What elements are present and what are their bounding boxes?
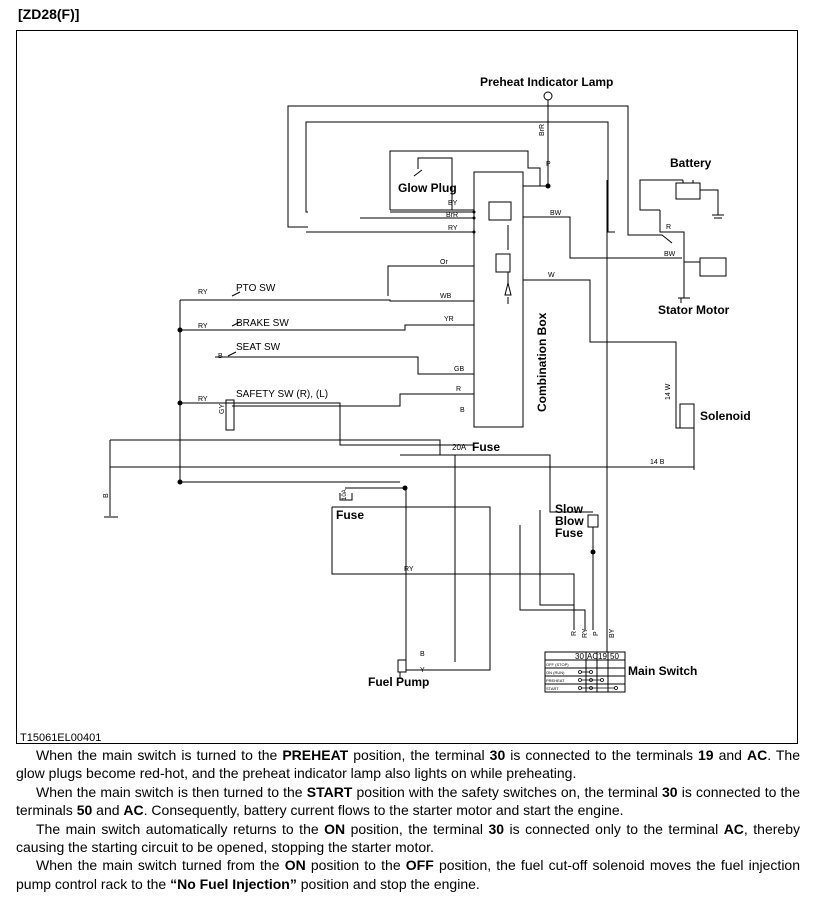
label-slow-blow-3: Fuse [555, 526, 583, 540]
wire-label: GY [219, 404, 226, 414]
paragraph-off: When the main switch turned from the ON … [16, 857, 801, 892]
wire-label: 14 W [665, 383, 672, 400]
label-main-switch: Main Switch [628, 664, 697, 678]
switch-row-off: OFF (STOP) [546, 662, 569, 667]
label-slow-blow-1: Slow [555, 502, 584, 516]
starter-motor-symbol [699, 257, 727, 277]
switch-col-50: 50 [610, 652, 619, 661]
wire-label: P [546, 161, 551, 168]
label-brake-sw: BRAKE SW [236, 318, 289, 329]
switch-col-ac: AC [587, 652, 598, 661]
wire-label: WB [440, 293, 452, 300]
switch-col-19: 19 [598, 652, 607, 661]
paragraph-on: The main switch automatically returns to… [16, 820, 800, 856]
wire-label: B [460, 407, 465, 414]
model-label: [ZD28(F)] [18, 6, 80, 22]
label-solenoid: Solenoid [700, 409, 751, 423]
preheat-lamp-symbol [543, 91, 553, 101]
paragraph-start: When the main switch is then turned to t… [16, 783, 800, 819]
label-preheat-lamp: Preheat Indicator Lamp [480, 75, 613, 89]
switch-row-preheat: PREHEAT [546, 678, 565, 683]
switch-row-start: START [546, 686, 559, 691]
wire-label: RY [198, 323, 208, 330]
battery-symbol [675, 182, 701, 200]
switch-col-30: 30 [575, 652, 584, 661]
label-fuse-20a-value: 20A [452, 443, 467, 452]
wire-loop-outer [287, 105, 673, 244]
wire-label: BY [609, 628, 616, 638]
wiring-diagram: Preheat Indicator Lamp Glow Plug Battery… [20, 75, 751, 744]
wire-label: BY [448, 200, 458, 207]
label-seat-sw: SEAT SW [236, 342, 281, 353]
wire-label: RY [582, 628, 589, 638]
wire-label: BrR [446, 212, 458, 219]
diagram-frame [16, 30, 798, 744]
wire-label: 14 B [650, 459, 665, 466]
label-fuel-pump: Fuel Pump [368, 675, 429, 689]
wire-label: BW [550, 210, 562, 217]
wire-label: Y [420, 667, 425, 674]
combination-box [473, 171, 524, 428]
wire-label: BrR [539, 124, 546, 136]
label-safety-sw: SAFETY SW (R), (L) [236, 389, 328, 400]
main-switch-table [544, 651, 626, 693]
fuel-pump-symbol [397, 659, 407, 673]
wire-label: Or [440, 259, 448, 266]
wire-label: B [218, 353, 223, 360]
wire-label: RY [404, 566, 414, 573]
label-fuse-20a: Fuse [472, 440, 500, 454]
wire-loop-inner [305, 121, 615, 233]
wire-label: W [548, 272, 555, 279]
label-battery: Battery [670, 156, 712, 170]
wire-label: R [666, 224, 671, 231]
label-slow-blow-2: Blow [555, 514, 584, 528]
solenoid-symbol [679, 403, 695, 429]
label-stator-motor: Stator Motor [658, 303, 730, 317]
slow-blow-fuse-symbol [587, 514, 599, 528]
wire-label: P [593, 631, 600, 636]
wire-label: R [571, 631, 578, 636]
label-pto-sw: PTO SW [236, 283, 276, 294]
wire-label: RY [198, 289, 208, 296]
wire-label: BW [664, 251, 676, 258]
label-fuse: Fuse [336, 508, 364, 522]
wire-label: RY [448, 225, 458, 232]
paragraph-preheat: When the main switch is turned to the PR… [16, 747, 800, 782]
wire-label: R [456, 386, 461, 393]
wire-label: B [420, 651, 425, 658]
label-glow-plug: Glow Plug [398, 181, 457, 195]
switch-row-on: ON (RUN) [546, 670, 565, 675]
label-fuse-10a-value: 10A [342, 489, 348, 500]
label-combination-box: Combination Box [535, 312, 549, 412]
wire-label: GB [454, 366, 464, 373]
wire-label: YR [444, 316, 454, 323]
description-text: When the main switch is turned to the PR… [16, 746, 800, 893]
label-figure-id: T15061EL00401 [20, 732, 101, 744]
wire-label: RY [198, 396, 208, 403]
wire-label: B [103, 493, 110, 498]
